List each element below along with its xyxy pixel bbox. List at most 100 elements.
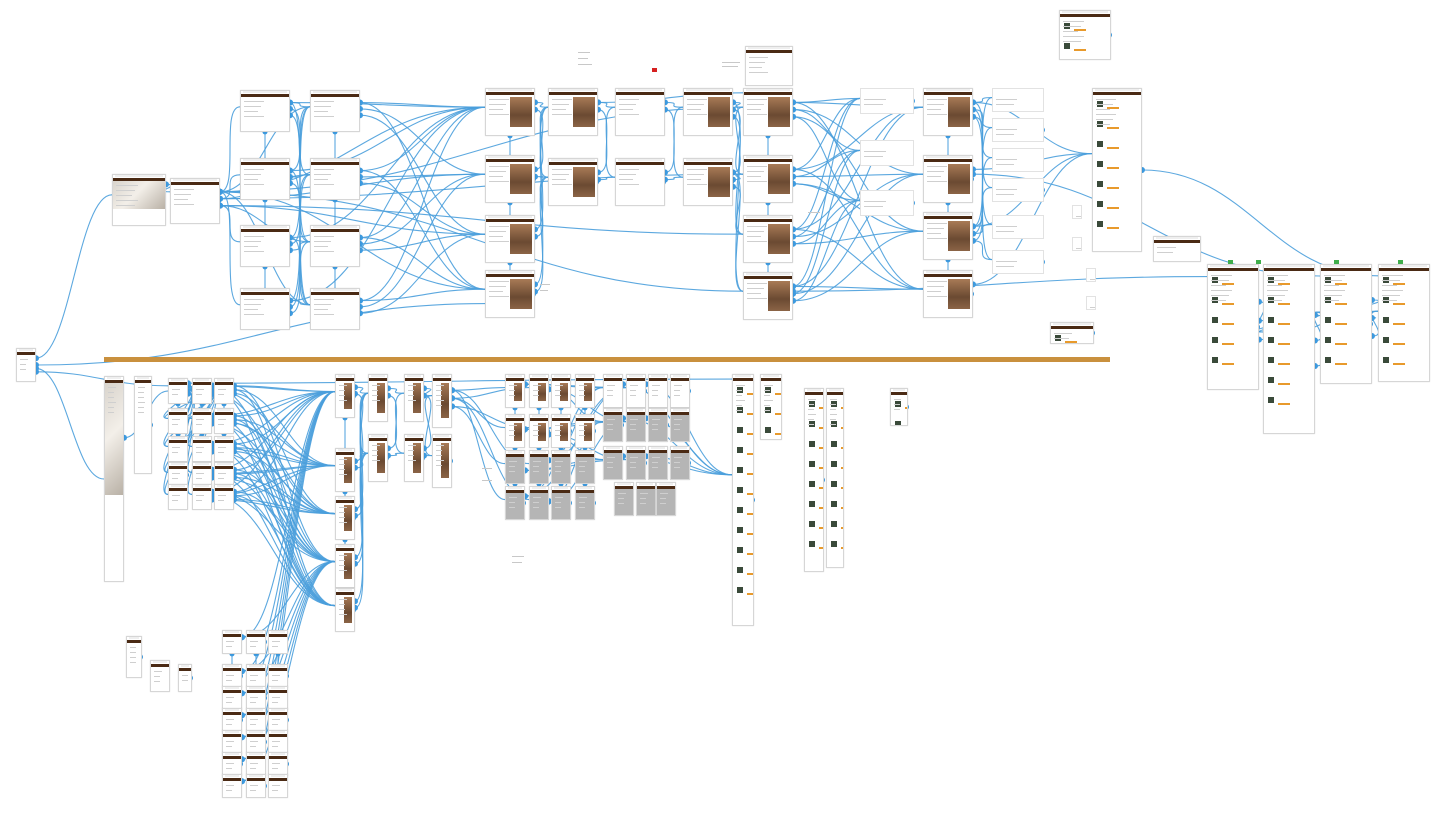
mobile-checkout-screen[interactable] (404, 374, 424, 422)
checkout-screen[interactable] (683, 88, 733, 136)
step-screen[interactable] (505, 486, 525, 520)
mobile-shop-screen[interactable] (804, 388, 824, 572)
product-list-screen[interactable] (1207, 264, 1259, 390)
mobile-shop-screen[interactable] (760, 374, 782, 440)
grid-screen[interactable] (222, 630, 242, 654)
add-to-cart-button[interactable] (841, 427, 843, 429)
add-to-cart-button[interactable] (775, 413, 781, 415)
blank-frame[interactable] (992, 178, 1044, 202)
grid-screen[interactable] (222, 730, 242, 754)
grid-screen[interactable] (268, 708, 288, 732)
confirm-screen[interactable] (923, 270, 973, 318)
grid-screen[interactable] (246, 686, 266, 710)
long-scroll-screen[interactable] (104, 376, 124, 582)
grid-screen[interactable] (222, 774, 242, 798)
add-to-cart-button[interactable] (1278, 363, 1290, 365)
add-to-cart-button[interactable] (1335, 363, 1347, 365)
step-screen[interactable] (505, 450, 525, 484)
step-screen[interactable] (656, 482, 676, 516)
checkout-screen[interactable] (485, 88, 535, 136)
payment-screen[interactable] (743, 155, 793, 203)
payment-screen[interactable] (743, 215, 793, 263)
add-to-cart-button[interactable] (841, 467, 843, 469)
checkout-screen[interactable] (615, 88, 665, 136)
add-to-cart-button[interactable] (1222, 303, 1234, 305)
grid-screen[interactable] (192, 436, 212, 462)
add-to-cart-button[interactable] (1107, 167, 1119, 169)
add-to-cart-button[interactable] (1393, 343, 1405, 345)
add-to-cart-button[interactable] (819, 467, 823, 469)
side-panel-screen[interactable] (134, 376, 152, 474)
step-screen[interactable] (551, 450, 571, 484)
add-to-cart-button[interactable] (747, 433, 753, 435)
checkout-screen[interactable] (485, 155, 535, 203)
grid-screen[interactable] (168, 484, 188, 510)
step-screen[interactable] (670, 408, 690, 442)
grid-screen[interactable] (168, 436, 188, 462)
mobile-checkout-screen[interactable] (404, 434, 424, 482)
add-to-cart-button[interactable] (747, 513, 753, 515)
add-to-cart-button[interactable] (1335, 303, 1347, 305)
add-to-cart-button[interactable] (841, 447, 843, 449)
blank-frame[interactable] (992, 88, 1044, 112)
mobile-checkout-screen[interactable] (432, 434, 452, 488)
grid-screen[interactable] (214, 436, 234, 462)
step-screen[interactable] (670, 374, 690, 408)
mobile-checkout-screen[interactable] (335, 448, 355, 492)
checkout-screen[interactable] (485, 215, 535, 263)
add-to-cart-button[interactable] (747, 593, 753, 595)
add-to-cart-button[interactable] (747, 493, 753, 495)
summary-screen[interactable] (1050, 322, 1094, 344)
landing-variant-screen[interactable] (310, 158, 360, 200)
grid-screen[interactable] (222, 686, 242, 710)
home-screen[interactable] (112, 174, 166, 226)
add-to-cart-button[interactable] (841, 487, 843, 489)
checkout-screen[interactable] (683, 158, 733, 206)
step-screen[interactable] (505, 374, 525, 408)
blank-frame[interactable] (992, 148, 1044, 172)
step-screen[interactable] (575, 414, 595, 448)
add-to-cart-button[interactable] (1107, 227, 1119, 229)
add-to-cart-button[interactable] (1107, 207, 1119, 209)
payment-screen[interactable] (743, 88, 793, 136)
add-to-cart-button[interactable] (1107, 147, 1119, 149)
add-to-cart-button[interactable] (819, 527, 823, 529)
step-screen[interactable] (603, 374, 623, 408)
cart-popup[interactable] (1153, 236, 1201, 262)
add-to-cart-button[interactable] (819, 447, 823, 449)
add-to-cart-button[interactable] (747, 393, 753, 395)
blank-frame[interactable] (992, 118, 1044, 142)
add-to-cart-button[interactable] (1335, 343, 1347, 345)
mobile-checkout-screen[interactable] (432, 374, 452, 428)
add-to-cart-button[interactable] (819, 427, 823, 429)
checkout-screen[interactable] (548, 158, 598, 206)
grid-screen[interactable] (192, 378, 212, 404)
add-to-cart-button[interactable] (1335, 323, 1347, 325)
mobile-menu-screen[interactable] (178, 664, 192, 692)
add-to-cart-button[interactable] (1278, 303, 1290, 305)
step-screen[interactable] (626, 408, 646, 442)
grid-screen[interactable] (214, 462, 234, 488)
mobile-menu-screen[interactable] (126, 636, 142, 678)
step-screen[interactable] (529, 374, 549, 408)
step-screen[interactable] (575, 374, 595, 408)
grid-screen[interactable] (268, 686, 288, 710)
add-to-cart-button[interactable] (819, 507, 823, 509)
add-to-cart-button[interactable] (1074, 49, 1086, 51)
product-thumbnail[interactable] (1072, 237, 1082, 251)
add-to-cart-button[interactable] (819, 487, 823, 489)
add-to-cart-button[interactable] (1222, 363, 1234, 365)
step-screen[interactable] (614, 482, 634, 516)
add-to-cart-button[interactable] (1222, 283, 1234, 285)
blank-frame[interactable] (860, 140, 914, 166)
grid-screen[interactable] (222, 664, 242, 688)
add-to-cart-button[interactable] (1222, 323, 1234, 325)
product-list-screen[interactable] (1263, 264, 1315, 434)
blank-frame[interactable] (860, 190, 914, 216)
mobile-checkout-screen[interactable] (335, 374, 355, 418)
add-to-cart-button[interactable] (747, 533, 753, 535)
step-screen[interactable] (529, 486, 549, 520)
grid-screen[interactable] (246, 664, 266, 688)
grid-screen[interactable] (246, 708, 266, 732)
add-to-cart-button[interactable] (1107, 187, 1119, 189)
